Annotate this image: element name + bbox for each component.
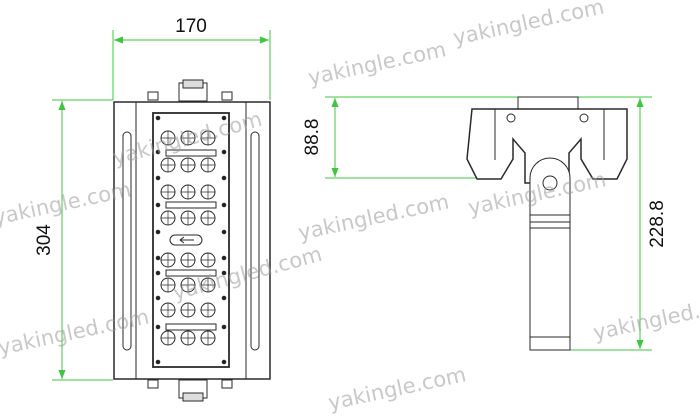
led-lens-cross: [201, 158, 215, 172]
watermark-text: yakingle.com: [0, 177, 133, 230]
housing-depth-label: 88.8: [302, 119, 323, 156]
led-lens-cross: [181, 158, 195, 172]
led-lens-cross: [181, 303, 195, 317]
led-lens-cross: [161, 278, 175, 292]
screw: [221, 255, 227, 261]
screw: [155, 229, 161, 235]
screw: [155, 149, 161, 155]
led-lens-cross: [161, 253, 175, 267]
screw: [155, 295, 161, 301]
panel-bar: [165, 323, 217, 331]
screw: [155, 202, 161, 208]
side-view: [466, 96, 628, 351]
watermark-text: yakingled.com: [451, 0, 606, 50]
led-lens-cross: [201, 211, 215, 225]
total-depth-label: 228.8: [647, 200, 668, 248]
led-lens-cross: [161, 185, 175, 199]
panel-bar: [165, 149, 217, 157]
led-lens-cross: [201, 131, 215, 145]
dimension-lines: [52, 30, 652, 381]
led-lens-cross: [201, 303, 215, 317]
front-view: [113, 79, 271, 402]
watermark-text: yakingled.com: [296, 189, 451, 244]
screw: [155, 324, 161, 330]
led-lens-cross: [201, 331, 215, 345]
screw: [155, 359, 161, 365]
led-lens-cross: [181, 331, 195, 345]
screw: [221, 175, 227, 181]
watermark-text: yakingle.com: [306, 37, 448, 90]
led-lens-cross: [181, 131, 195, 145]
watermark-text: yakingled.com: [170, 242, 325, 305]
led-lens-cross: [181, 185, 195, 199]
screw: [155, 115, 161, 121]
led-lens-cross: [161, 211, 175, 225]
led-lens-cross: [201, 278, 215, 292]
led-panel: [155, 115, 227, 365]
led-lens-cross: [161, 303, 175, 317]
panel-bar: [165, 269, 217, 277]
screw: [221, 149, 227, 155]
led-lens-cross: [201, 185, 215, 199]
screw: [155, 175, 161, 181]
panel-bar: [165, 201, 217, 209]
led-lens-cross: [161, 158, 175, 172]
led-lens-cross: [201, 253, 215, 267]
watermark-text: yakingled.com: [591, 289, 700, 344]
screw: [221, 324, 227, 330]
screw: [155, 270, 161, 276]
screw: [221, 295, 227, 301]
height-dimension-label: 304: [34, 224, 55, 256]
led-lens-cross: [181, 253, 195, 267]
screw: [221, 359, 227, 365]
led-lens-cross: [161, 331, 175, 345]
led-lens-cross: [161, 131, 175, 145]
led-lens-cross: [181, 278, 195, 292]
watermark-text: yakingled.com: [110, 107, 265, 170]
led-lens-cross: [181, 211, 195, 225]
watermark-text: yakingled.com: [0, 304, 151, 359]
screw: [221, 229, 227, 235]
screw: [221, 270, 227, 276]
watermark-text: yakingle.com: [326, 362, 468, 415]
width-dimension-label: 170: [175, 16, 207, 37]
screw: [155, 255, 161, 261]
screw: [221, 202, 227, 208]
screw: [221, 115, 227, 121]
